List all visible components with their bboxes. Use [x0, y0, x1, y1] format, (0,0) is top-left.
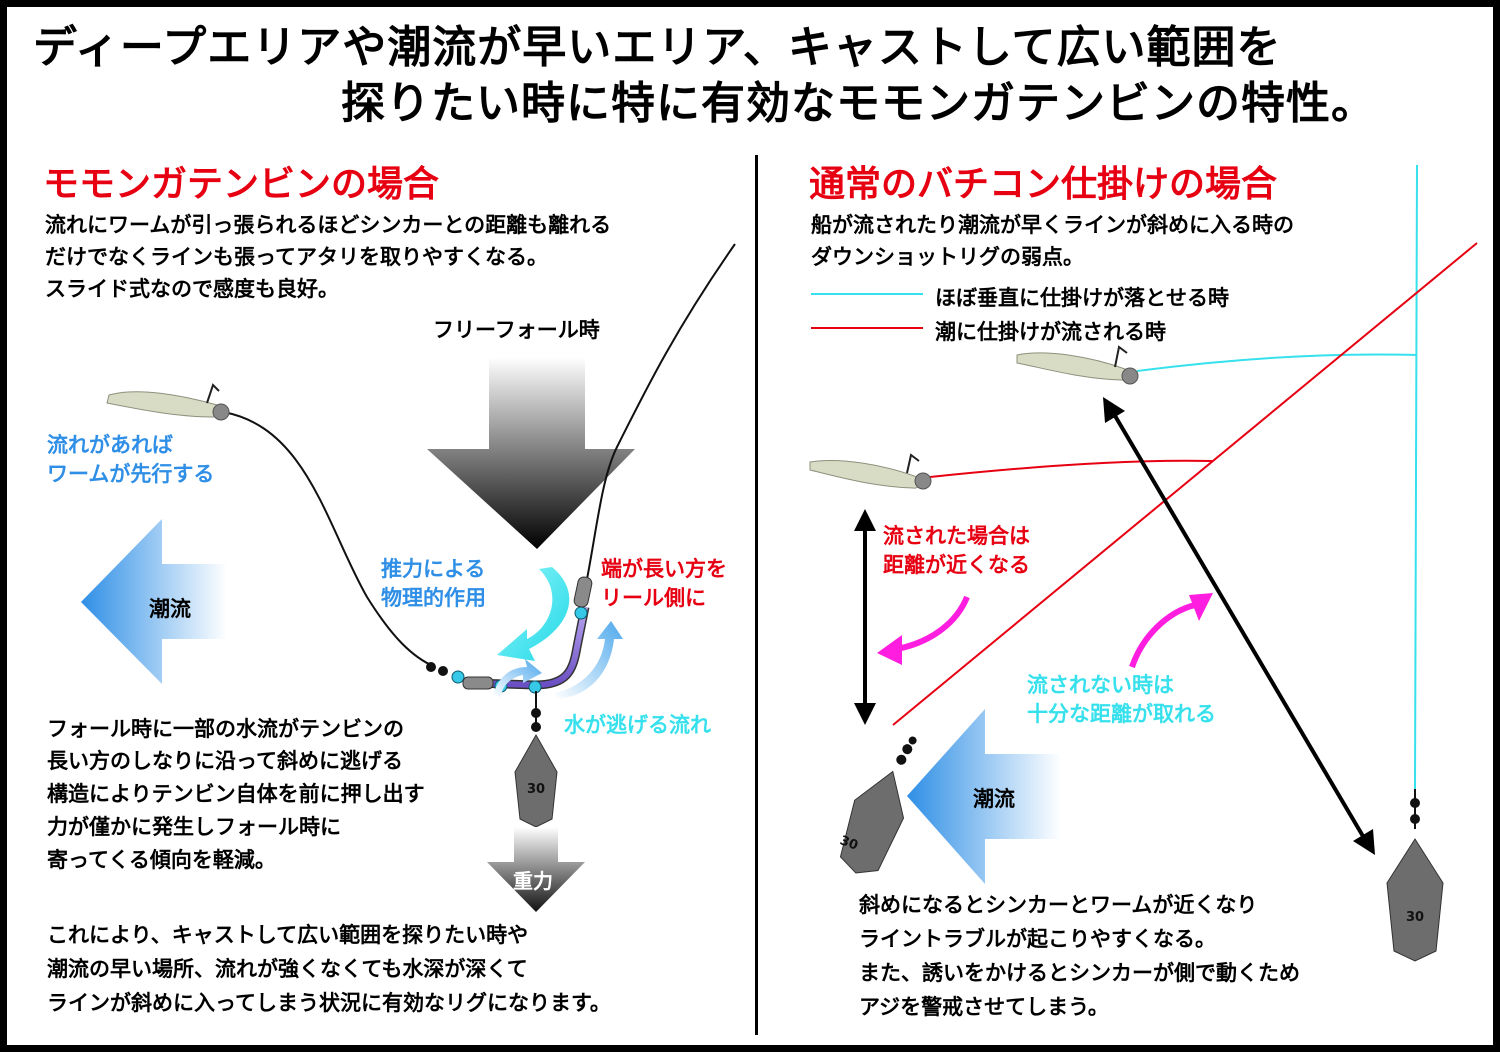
right-intro-1: 船が流されたり潮流が早くラインが斜めに入る時の: [811, 213, 1294, 237]
thrust-label-1: 推力による: [381, 557, 486, 581]
drifted-label-1: 流された場合は: [883, 524, 1030, 548]
fall-text-5: 寄ってくる傾向を軽減。: [47, 848, 276, 872]
right-heading: 通常のバチコン仕掛けの場合: [809, 164, 1278, 205]
not-drifted-label-2: 十分な距離が取れる: [1027, 702, 1216, 726]
conclusion-3: ラインが斜めに入ってしまう状況に有効なリグになります。: [47, 991, 611, 1015]
fall-text-3: 構造によりテンビン自体を前に押し出す: [47, 782, 425, 806]
gravity-label: 重力: [513, 869, 553, 893]
magenta-arrow-not-drifted: [1129, 593, 1213, 668]
leader-line: [222, 411, 436, 668]
diagram-graphics: 30 30 30: [81, 164, 1478, 962]
current-arrow-right: [907, 709, 1061, 884]
worm-lead-label-2: ワームが先行する: [47, 462, 215, 486]
red-diagonal-line: [892, 242, 1478, 726]
left-heading: モモンガテンビンの場合: [43, 164, 440, 205]
current-label-right: 潮流: [973, 787, 1015, 811]
weakness-1: 斜めになるとシンカーとワームが近くなり: [859, 893, 1258, 917]
sinker-mark-right-2: 30: [1406, 910, 1424, 925]
panel-divider: [755, 155, 758, 1035]
fall-text-2: 長い方のしなりに沿って斜めに逃げる: [47, 749, 403, 773]
legend-label-cyan: ほぼ垂直に仕掛けが落とせる時: [935, 286, 1229, 310]
water-escape-label: 水が逃げる流れ: [564, 713, 711, 737]
drifted-label-2: 距離が近くなる: [883, 553, 1030, 577]
sinker-left: [514, 691, 558, 828]
title-line-2: 探りたい時に特に有効なモモンガテンビンの特性。: [341, 78, 1376, 129]
free-fall-arrow: [427, 357, 635, 549]
worm-right-upper: [1016, 345, 1139, 385]
worm-left: [106, 383, 230, 421]
right-intro-2: ダウンショットリグの弱点。: [811, 245, 1084, 269]
cyan-vertical-line: [1414, 164, 1418, 790]
conclusion-2: 潮流の早い場所、流れが強くなくても水深が深くて: [47, 957, 528, 981]
not-drifted-label-1: 流されない時は: [1027, 673, 1174, 697]
current-label-left: 潮流: [149, 597, 191, 621]
conclusion-1: これにより、キャストして広い範囲を探りたい時や: [47, 923, 529, 947]
red-branch-line: [929, 459, 1213, 478]
sinker-right-tilted: [839, 736, 917, 874]
worm-lead-label-1: 流れがあれば: [47, 433, 173, 457]
near-distance-arrow: [854, 509, 876, 725]
long-side-label-2: リール側に: [601, 586, 706, 610]
sinker-mark-right-1: 30: [838, 833, 860, 853]
main-line: [586, 243, 736, 580]
thrust-arrow: [497, 567, 570, 661]
sinker-mark-left: 30: [527, 782, 545, 797]
worm-right-lower: [809, 453, 932, 490]
far-distance-arrow: [1103, 397, 1375, 855]
water-escape-wisp-2: [555, 621, 623, 699]
title-line-1: ディープエリアや潮流が早いエリア、キャストして広い範囲を: [33, 22, 1282, 73]
gravity-arrow: [487, 827, 585, 912]
cyan-branch-line: [1136, 353, 1418, 372]
sinker-right-vertical: [1386, 789, 1444, 962]
free-fall-label: フリーフォール時: [433, 318, 600, 342]
left-intro-2: だけでなくラインも張ってアタリを取りやすくなる。: [45, 245, 548, 269]
fall-text-1: フォール時に一部の水流がテンビンの: [47, 717, 404, 741]
left-intro-3: スライド式なので感度も良好。: [45, 277, 339, 301]
tenbin-hardware: [426, 576, 593, 694]
magenta-arrow-drifted: [877, 595, 970, 665]
thrust-label-2: 物理的作用: [381, 586, 486, 610]
weakness-2: ライントラブルが起こりやすくなる。: [859, 927, 1216, 951]
left-intro-1: 流れにワームが引っ張られるほどシンカーとの距離も離れる: [45, 213, 612, 237]
current-arrow-left: [81, 519, 227, 684]
legend-label-red: 潮に仕掛けが流される時: [935, 320, 1166, 344]
weakness-3: また、誘いをかけるとシンカーが側で動くため: [859, 961, 1300, 985]
long-side-label-1: 端が長い方を: [601, 557, 727, 581]
water-escape-wisp-1: [493, 659, 542, 697]
fall-text-4: 力が僅かに発生しフォール時に: [47, 815, 341, 839]
weakness-4: アジを警戒させてしまう。: [859, 995, 1109, 1019]
